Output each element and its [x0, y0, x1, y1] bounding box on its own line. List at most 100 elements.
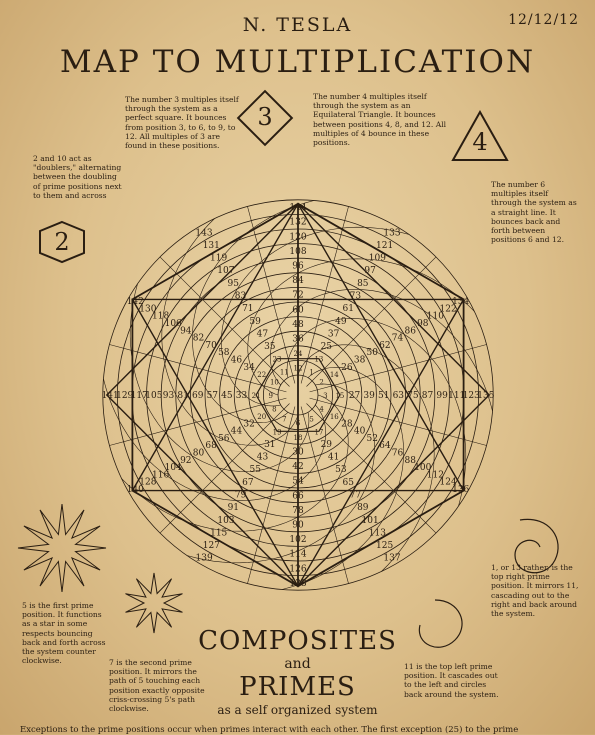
ring-number: 78 [292, 506, 304, 516]
ring-number: 23 [273, 356, 282, 364]
badge-4-number: 4 [472, 128, 488, 156]
ring-number: 53 [335, 465, 347, 475]
ring-number: 114 [289, 550, 306, 560]
note-eleven: 11 is the top left prime position. It ca… [404, 662, 499, 699]
inner-hexagon-shape [255, 358, 341, 432]
ring-number: 18 [294, 434, 303, 442]
ring-number: 26 [341, 363, 353, 373]
ring-number: 130 [139, 304, 156, 314]
ring-number: 29 [321, 440, 333, 450]
note-three: The number 3 multiples itself through th… [125, 95, 239, 151]
ring-number: 38 [354, 355, 366, 365]
ring-number: 132 [289, 218, 306, 228]
radial-spoke [306, 403, 437, 534]
and-label: and [284, 656, 311, 672]
radial-spoke [159, 403, 290, 534]
spiral-arc [129, 283, 310, 473]
ring-number: 15 [335, 392, 344, 400]
ring-number: 128 [139, 478, 156, 488]
ring-number: 124 [440, 478, 457, 488]
ring-number: 84 [292, 276, 304, 286]
ring-number: 63 [393, 391, 405, 401]
spiral-arc [121, 394, 349, 532]
triangle-4-badge [451, 109, 509, 161]
ring-number: 61 [342, 304, 353, 314]
ring-number: 125 [376, 541, 393, 551]
ring-number: 107 [217, 266, 234, 276]
ring-number: 119 [210, 254, 227, 264]
ring-number: 91 [228, 503, 239, 513]
ring-number: 108 [289, 247, 306, 257]
ring-number: 74 [392, 334, 404, 344]
ring-number: 135 [477, 391, 494, 401]
ring-number: 17 [314, 428, 323, 436]
ring-number: 126 [289, 564, 306, 574]
ring-number: 99 [436, 391, 448, 401]
ring-number: 54 [292, 477, 304, 487]
ring-number: 129 [116, 391, 133, 401]
ring-number: 60 [292, 305, 304, 315]
spiral-flourish-left-icon [418, 599, 463, 648]
ring-number: 31 [264, 440, 275, 450]
radial-spoke [247, 406, 296, 584]
radial-spoke [309, 344, 487, 393]
ring-number: 102 [289, 535, 306, 545]
ring-circle [102, 199, 494, 591]
ring-number: 19 [273, 428, 282, 436]
ring-number: 49 [335, 317, 347, 327]
ring-number: 87 [422, 391, 434, 401]
ring-number: 77 [350, 491, 362, 501]
radial-spoke [309, 397, 487, 446]
ring-number: 59 [249, 317, 261, 327]
ring-number: 43 [257, 453, 269, 463]
spiral-arc [247, 258, 475, 396]
ring-number: 57 [207, 391, 219, 401]
star-7-icon [125, 572, 183, 634]
ring-number: 50 [366, 348, 378, 358]
ring-number: 35 [264, 342, 276, 352]
ring-number: 30 [292, 448, 304, 458]
ring-number: 6 [296, 419, 301, 427]
ring-number: 9 [268, 392, 272, 400]
ring-number: 7 [282, 416, 286, 424]
ring-number: 10 [270, 378, 279, 386]
star-5-icon [17, 503, 107, 593]
ring-number: 122 [440, 304, 457, 314]
composites-title: COMPOSITES [198, 626, 397, 656]
author-title: N. TESLA [242, 14, 353, 36]
spiral-arc [220, 226, 410, 407]
ring-number: 21 [252, 392, 261, 400]
ring-number: 118 [152, 312, 169, 322]
ring-number: 28 [341, 419, 353, 429]
spiral-arc [270, 289, 493, 412]
ring-number: 101 [362, 516, 379, 526]
ring-number: 94 [180, 326, 192, 336]
ring-number: 109 [369, 254, 386, 264]
ring-number: 70 [205, 341, 217, 351]
ring-number: 127 [203, 541, 220, 551]
spiral-arc [286, 317, 467, 507]
ring-number: 72 [292, 291, 303, 301]
note-seven: 7 is the second prime position. It mirro… [109, 658, 205, 714]
ring-number: 14 [330, 371, 339, 379]
radial-spoke [109, 344, 287, 393]
ring-number: 5 [309, 416, 313, 424]
spiral-arc [281, 367, 404, 590]
ring-number: 82 [193, 334, 204, 344]
ring-number: 32 [243, 419, 254, 429]
ring-number: 97 [364, 266, 376, 276]
ring-number: 137 [383, 554, 400, 564]
ring-number: 105 [145, 391, 162, 401]
ring-number: 45 [221, 391, 233, 401]
ring-number: 85 [357, 279, 369, 289]
radial-spoke [300, 206, 349, 384]
ring-number: 112 [427, 470, 444, 480]
ring-number: 138 [289, 579, 306, 589]
spiral-arc [103, 378, 326, 501]
radial-spoke [306, 256, 437, 387]
ring-number: 1 [309, 368, 313, 376]
ring-number: 3 [323, 392, 327, 400]
ring-number: 79 [235, 491, 247, 501]
